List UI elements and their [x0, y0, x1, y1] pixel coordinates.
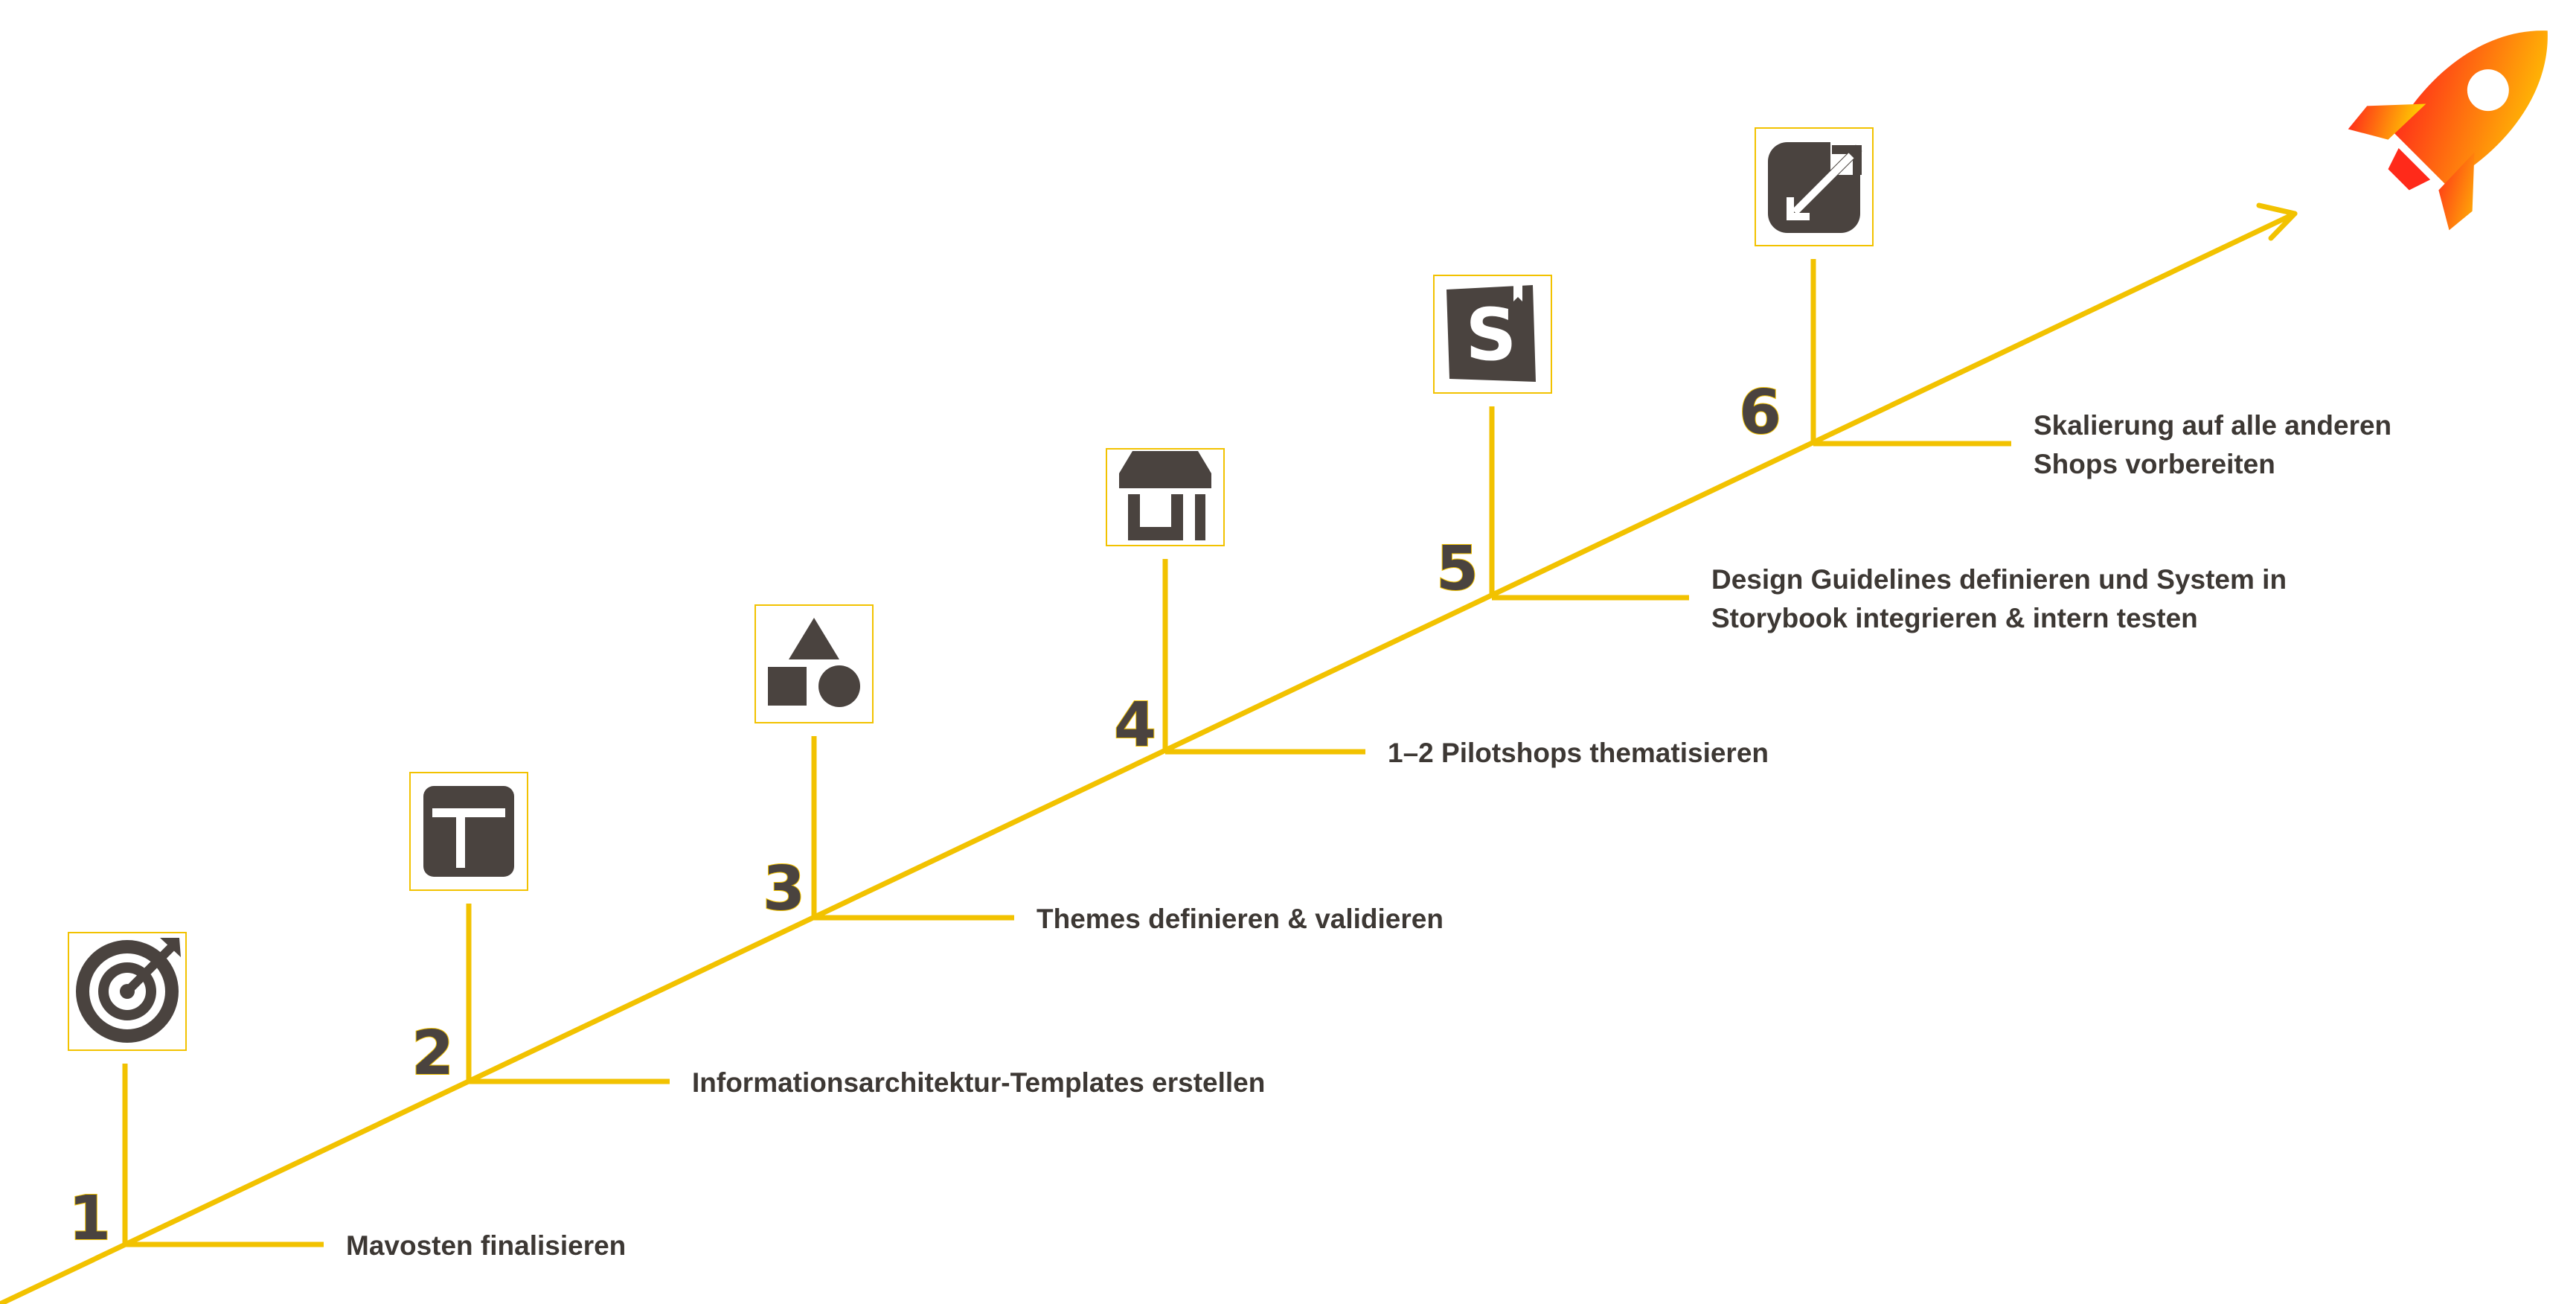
step-number: 1	[68, 1183, 111, 1254]
rocket-icon	[2348, 31, 2548, 231]
step-label: 1–2 Pilotshops thematisieren	[1388, 738, 1769, 768]
step-label: Informationsarchitektur-Templates erstel…	[692, 1067, 1265, 1098]
milestone-step-5: S 5 Design Guidelines definieren und Syste…	[1433, 275, 2287, 633]
target-icon	[76, 938, 181, 1043]
step-label: Design Guidelines definieren und System …	[1711, 564, 2287, 595]
step-label: Shops vorbereiten	[2034, 449, 2275, 479]
shapes-icon	[768, 618, 860, 707]
step-label: Themes definieren & validieren	[1037, 904, 1444, 934]
growth-arrowhead	[2256, 202, 2298, 241]
storefront-icon	[1119, 451, 1211, 540]
svg-text:S: S	[1465, 293, 1516, 377]
step-label: Storybook integrieren & intern testen	[1711, 603, 2198, 633]
step-number: 2	[411, 1018, 454, 1089]
storybook-icon: S	[1446, 281, 1536, 382]
step-label: Skalierung auf alle anderen	[2034, 410, 2391, 441]
layout-icon	[423, 786, 514, 877]
step-number: 5	[1436, 534, 1478, 604]
step-number: 3	[763, 854, 805, 924]
step-number: 4	[1114, 690, 1156, 761]
step-number: 6	[1739, 377, 1781, 448]
milestone-step-4: 4 1–2 Pilotshops thematisieren	[1106, 448, 1769, 768]
growth-line	[0, 211, 2298, 1304]
step-label: Mavosten finalisieren	[346, 1230, 626, 1261]
expand-icon	[1768, 135, 1871, 233]
